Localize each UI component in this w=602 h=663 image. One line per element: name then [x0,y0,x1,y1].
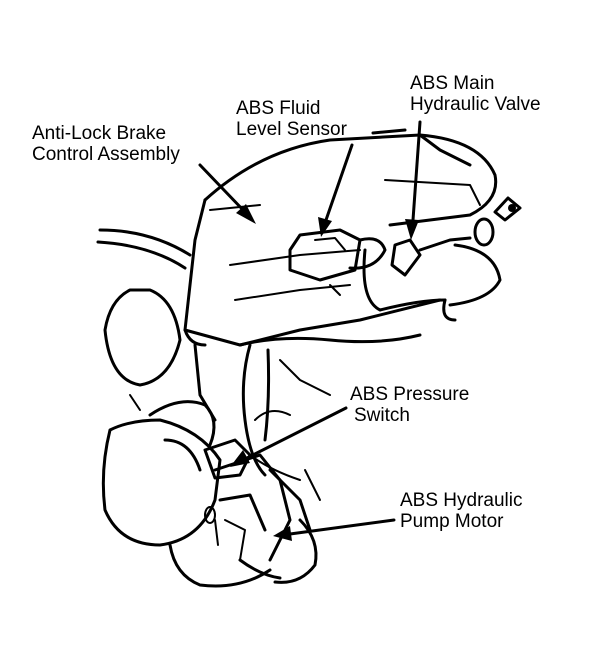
label-pressure-switch-line1: ABS Pressure [350,384,470,405]
leader-arrows [198,120,422,541]
brake-hoses [96,228,422,477]
pump-motor-body [101,359,331,588]
label-main-valve-line1: ABS Main [410,73,495,94]
label-pressure-switch: ABS Pressure Switch [350,384,469,426]
label-control-assembly: Anti-Lock Brake Control Assembly [32,123,180,165]
label-control-assembly-line1: Anti-Lock Brake [32,123,167,144]
label-fluid-sensor: ABS Fluid Level Sensor [236,98,347,140]
label-main-valve-line2: Hydraulic Valve [410,94,541,115]
label-pump-motor-line2: Pump Motor [400,511,504,532]
main-valve-wiring [362,196,522,322]
label-control-assembly-line2: Control Assembly [32,144,180,165]
label-fluid-sensor-line1: ABS Fluid [236,98,321,119]
label-fluid-sensor-line2: Level Sensor [236,119,347,140]
pressure-switch-body [203,438,312,532]
control-assembly-body [183,133,498,347]
label-pump-motor-line1: ABS Hydraulic [400,490,523,511]
label-pressure-switch-line2: Switch [354,405,410,426]
label-pump-motor: ABS Hydraulic Pump Motor [400,490,523,532]
label-main-valve: ABS Main Hydraulic Valve [410,73,541,115]
